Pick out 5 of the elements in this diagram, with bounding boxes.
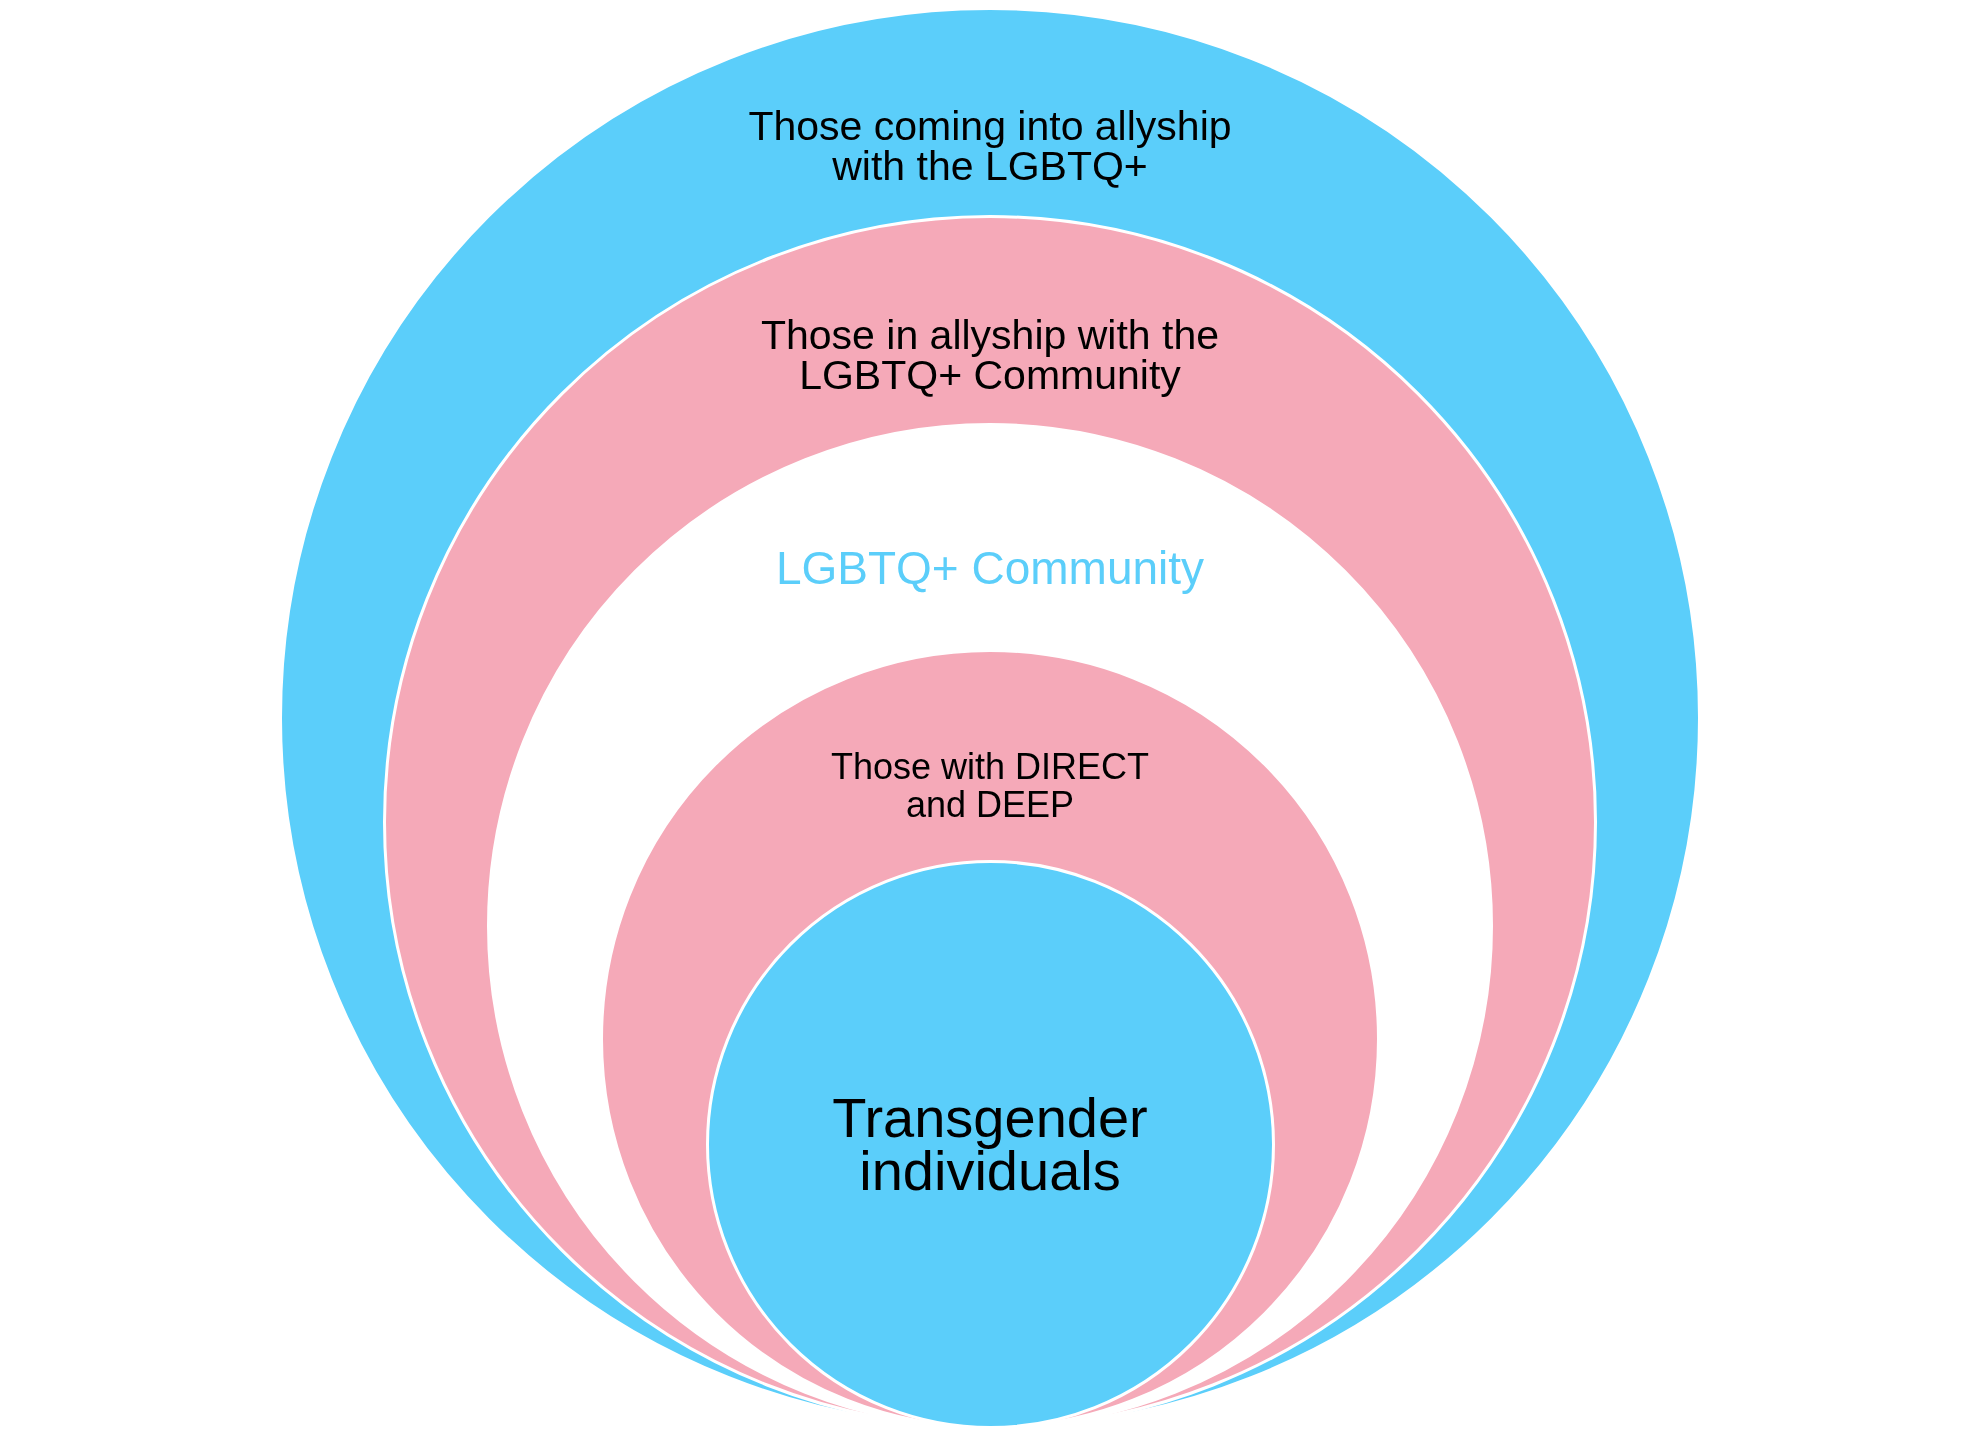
circle-label: Those in allyship with the LGBTQ+ Community [759,315,1221,395]
circle-label: Those coming into allyship with the LGBTQ+ [747,106,1233,186]
circle-label: LGBTQ+ Community [774,544,1206,592]
circle-label: Transgender individuals [831,1091,1149,1197]
circle-label: Those with DIRECT and DEEP [829,748,1151,824]
